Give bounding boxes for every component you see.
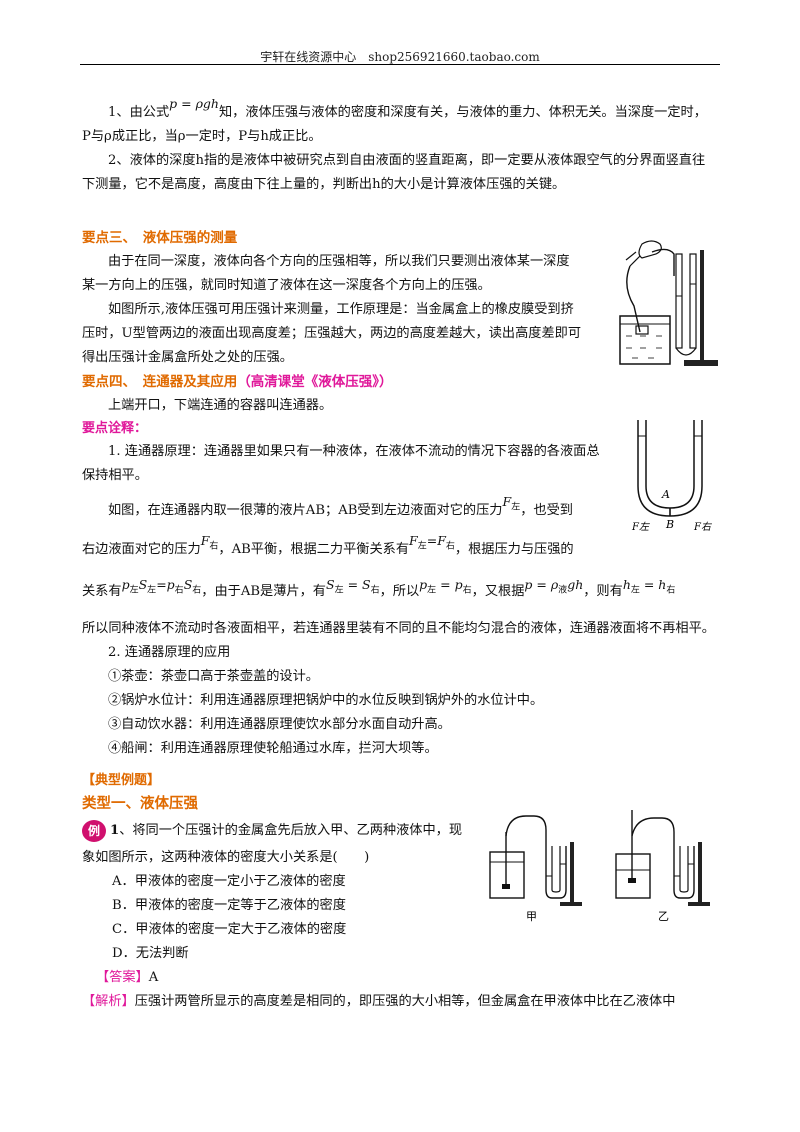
fig-label-f-right: F右 (693, 521, 713, 533)
formula-p-rho-gh: p = ρ液gh (524, 577, 584, 596)
formula-pS-balance: p左S左=p右S右 (121, 577, 202, 596)
manometer-figure (619, 240, 718, 366)
header-rule (80, 64, 720, 65)
intro-p1-post: 知，液体压强与液体的密度和深度有关，与液体的重力、体积无关。当深度一定时， (218, 105, 707, 120)
application-item: ③自动饮水器：利用连通器原理使饮水部分水面自动升高。 (108, 716, 451, 732)
manometer-jia: 甲 (489, 815, 582, 923)
fig-label-a: A (661, 488, 670, 501)
example-badge: 例 (82, 819, 106, 842)
intro-p1-pre: 1、由公式 (108, 105, 170, 120)
examples-title-text: 【典型例题】 (82, 773, 161, 788)
section4-title: 要点四、 连通器及其应用（高清课堂《液体压强》） (82, 370, 718, 394)
applications-title: 2. 连通器原理的应用 (108, 644, 231, 660)
intro-paragraph-1b: P与ρ成正比，当ρ一定时，P与h成正比。 (82, 129, 322, 144)
type-one-title: 类型一、液体压强 (82, 796, 198, 812)
section-communicating-vessels: 要点四、 连通器及其应用（高清课堂《液体压强》） 上端开口，下端连通的容器叫连通… (82, 370, 718, 761)
analysis-tag: 【解析】 (82, 994, 135, 1009)
example-1-number: 1 (110, 823, 120, 838)
application-item: ①茶壶：茶壶口高于茶壶盖的设计。 (108, 668, 319, 684)
fig-label-yi: 乙 (658, 910, 669, 923)
formula-f-left: F左 (502, 494, 521, 513)
p3-text-c: ，根据压力与压强的 (454, 541, 574, 557)
formula-p-rho-g-h: p = ρgh (169, 96, 219, 111)
p4-text-b: ，由于AB是薄片，有 (201, 584, 326, 599)
answer-line: 【答案】A (82, 966, 482, 990)
section3-paragraph-2: 如图所示,液体压强可用压强计来测量，工作原理是：当金属盒上的橡皮膜受到挤压时，U… (82, 302, 582, 365)
formula-f-left-eq-f-right: F左=F右 (409, 532, 455, 552)
formula-s-equal: S左 = S右 (326, 577, 380, 596)
option-b: B．甲液体的密度一定等于乙液体的密度 (112, 898, 346, 913)
p3-text-a: 右边液面对它的压力 (82, 541, 201, 557)
application-item: ②锅炉水位计：利用连通器原理把锅炉中的水位反映到锅炉外的水位计中。 (108, 692, 544, 708)
section3-paragraph-1: 由于在同一深度，液体向各个方向的压强相等，所以我们只要测出液体某一深度某一方向上… (82, 254, 570, 293)
formula-p-equal: p左 = p右 (419, 577, 472, 596)
intro-section: 1、由公式p = ρgh知，液体压强与液体的密度和深度有关，与液体的重力、体积无… (82, 96, 718, 197)
option-a: A．甲液体的密度一定小于乙液体的密度 (112, 874, 346, 889)
answer-value: A (148, 970, 159, 985)
section4-principle-p4: 关系有p左S左=p右S右，由于AB是薄片，有S左 = S右，所以p左 = p右，… (82, 571, 718, 617)
page-header: 宇轩在线资源中心 shop256921660.taobao.com (260, 50, 540, 64)
section4-definition: 上端开口，下端连通的容器叫连通器。 (108, 398, 333, 413)
section4-title-suffix: （高清课堂《液体压强》） (237, 374, 393, 390)
option-d: D．无法判断 (112, 946, 189, 961)
p4-text-e: ，则有 (583, 584, 623, 599)
p4-text-a: 关系有 (82, 584, 122, 599)
fig-label-f-left: F左 (631, 521, 650, 533)
example-1-question-text: 、将同一个压强计的金属盒先后放入甲、乙两种液体中，现 (119, 823, 463, 838)
examples-title: 【典型例题】 (82, 770, 718, 792)
section4-principle-p1: 1. 连通器原理：连通器里如果只有一种液体，在液体不流动的情况下容器的各液面总保… (82, 444, 600, 483)
answer-tag: 【答案】 (96, 970, 149, 985)
formula-h-equal: h左 = h右 (622, 577, 676, 596)
fig-label-jia: 甲 (526, 910, 537, 923)
section4-principle-p5: 所以同种液体不流动时各液面相平，若连通器里装有不同的且不能均匀混合的液体，连通器… (82, 620, 715, 636)
option-c: C．甲液体的密度一定大于乙液体的密度 (112, 922, 347, 937)
formula-f-right: F右 (200, 532, 219, 552)
fig-label-b: B (665, 518, 674, 531)
application-item: ④船闸：利用连通器原理使轮船通过水库，拦河大坝等。 (108, 740, 438, 756)
section4-principle-p3: 右边液面对它的压力F右，AB平衡，根据二力平衡关系有F左=F右，根据压力与压强的 (82, 532, 718, 572)
u-tube-figure: A B F左 F右 (631, 420, 713, 533)
section4-principle-block: 1. 连通器原理：连通器里如果只有一种液体，在液体不流动的情况下容器的各液面总保… (82, 440, 602, 532)
section4-principle-p2: 如图，在连通器内取一很薄的液片AB；AB受到左边液面对它的压力F左，也受到 (82, 494, 602, 532)
p2-text-b: ，也受到 (520, 503, 573, 518)
section3-title: 要点三、 液体压强的测量 (82, 230, 238, 246)
example-manometers-figure: 甲 乙 (489, 810, 710, 923)
p2-text-a: 如图，在连通器内取一很薄的液片AB；AB受到左边液面对它的压力 (108, 503, 503, 518)
example-1-question-cont: 象如图所示，这两种液体的密度大小关系是( ) (82, 850, 370, 865)
manometer-yi: 乙 (615, 810, 710, 923)
p4-text-d: ，又根据 (471, 584, 525, 599)
key-notes-title: 要点诠释： (82, 421, 148, 436)
section-pressure-measurement: 要点三、 液体压强的测量 由于在同一深度，液体向各个方向的压强相等，所以我们只要… (82, 226, 582, 370)
analysis-line: 【解析】压强计两管所显示的高度差是相同的，即压强的大小相等，但金属盒在甲液体中比… (82, 990, 718, 1014)
p3-text-b: ，AB平衡，根据二力平衡关系有 (218, 541, 410, 557)
intro-paragraph-1: 1、由公式p = ρgh知，液体压强与液体的密度和深度有关，与液体的重力、体积无… (82, 96, 718, 125)
intro-paragraph-2: 2、液体的深度h指的是液体中被研究点到自由液面的竖直距离，即一定要从液体跟空气的… (82, 153, 706, 192)
analysis-text: 压强计两管所显示的高度差是相同的，即压强的大小相等，但金属盒在甲液体中比在乙液体… (134, 994, 676, 1009)
section4-title-main: 要点四、 连通器及其应用 (82, 374, 238, 390)
p4-text-c: ，所以 (379, 584, 420, 599)
